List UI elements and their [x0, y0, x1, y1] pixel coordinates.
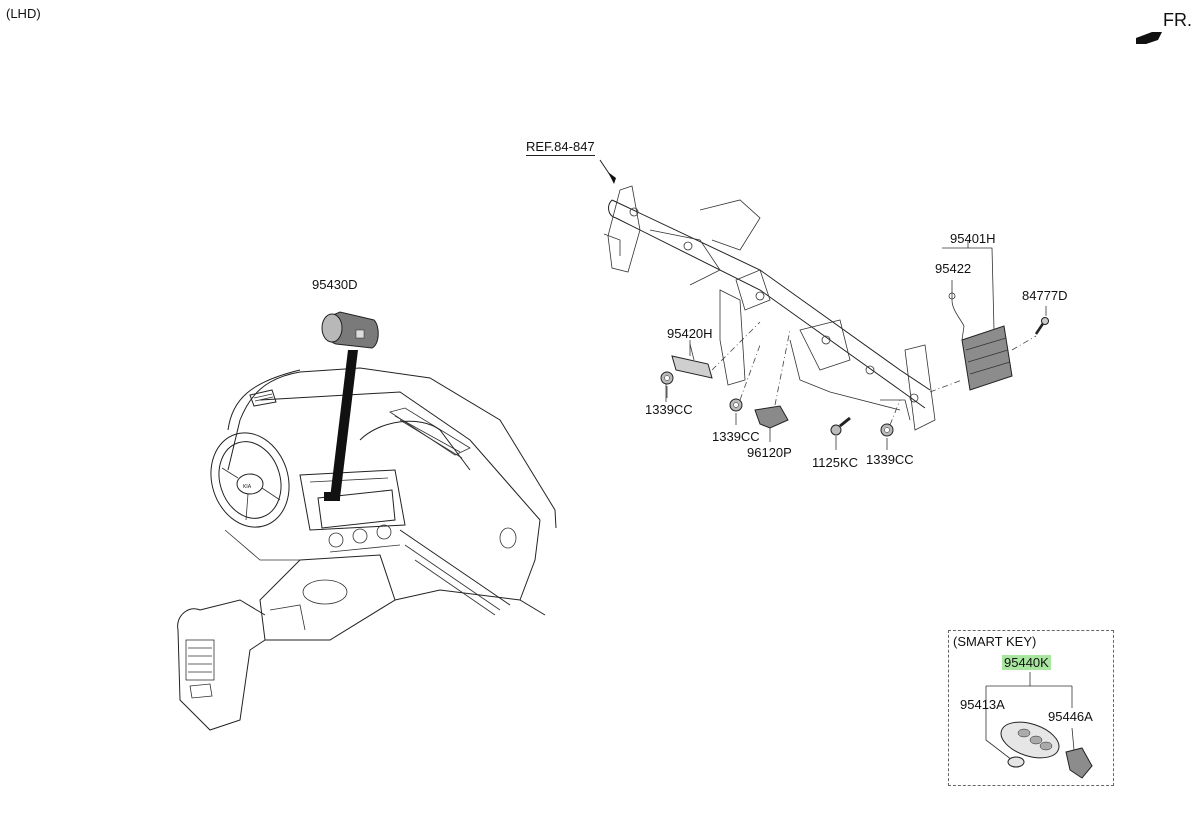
- front-direction-label: FR.: [1163, 10, 1192, 30]
- nut-1339CC-b: [729, 344, 761, 425]
- svg-text:KIA: KIA: [243, 484, 252, 490]
- part-label-95420H[interactable]: 95420H: [667, 326, 713, 341]
- part-label-95446A[interactable]: 95446A: [1048, 709, 1093, 724]
- antenna-95422: [948, 280, 965, 341]
- smart-key-title: (SMART KEY): [953, 634, 1037, 649]
- highlighted-part-number[interactable]: 95440K: [1002, 655, 1051, 670]
- bolt-1125KC: [830, 416, 851, 450]
- smart-key-unit-95401H: [929, 240, 1037, 393]
- part-label-95401H[interactable]: 95401H: [950, 231, 996, 246]
- bracket-95420H: [671, 321, 761, 379]
- ref-label[interactable]: REF.84-847: [526, 139, 595, 156]
- module-96120P: [754, 329, 791, 442]
- part-label-95440K[interactable]: 95440K: [1002, 655, 1051, 670]
- smart-key-illustration: [985, 672, 1093, 779]
- dashboard-illustration: KIA: [177, 367, 557, 731]
- part-label-1339CC-b[interactable]: 1339CC: [712, 429, 760, 444]
- leader-lines: [665, 340, 691, 402]
- part-label-96120P[interactable]: 96120P: [747, 445, 792, 460]
- part-label-1339CC-a[interactable]: 1339CC: [645, 402, 693, 417]
- front-direction-arrow-icon: [1136, 32, 1162, 44]
- screw-84777D: [1034, 306, 1049, 335]
- part-label-95413A[interactable]: 95413A: [960, 697, 1005, 712]
- part-label-84777D[interactable]: 84777D: [1022, 288, 1068, 303]
- part-label-1339CC-c[interactable]: 1339CC: [866, 452, 914, 467]
- part-label-95430D[interactable]: 95430D: [312, 277, 358, 292]
- nut-1339CC-c: [880, 399, 901, 450]
- card-reader-95430D: [321, 311, 379, 501]
- nut-1339CC-a: [660, 371, 674, 398]
- smart-key-box: [948, 630, 1114, 786]
- part-label-95422[interactable]: 95422: [935, 261, 972, 276]
- cowl-crossmember: [599, 159, 936, 431]
- variant-label: (LHD): [6, 6, 41, 21]
- part-label-1125KC[interactable]: 1125KC: [812, 455, 859, 470]
